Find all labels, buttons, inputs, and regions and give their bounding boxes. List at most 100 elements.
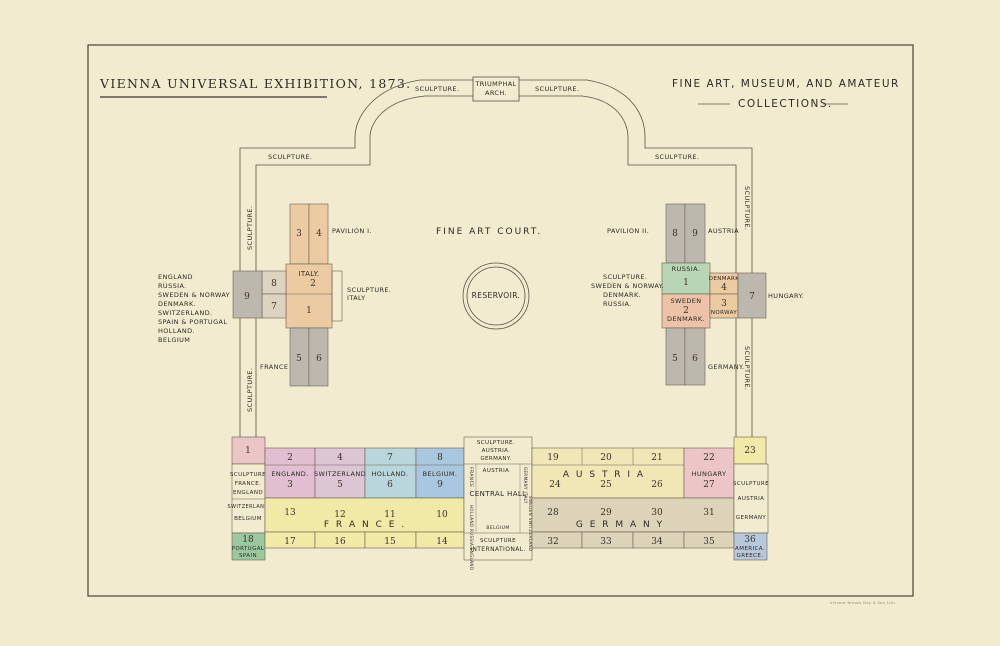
- main-num-32: 32: [547, 537, 558, 547]
- p1-country-7: BELGIUM: [158, 336, 190, 344]
- pavilion-1: PAVILION I. 3 4 ITALY. 2 1 8 7 9 SCULPTU…: [158, 203, 391, 387]
- west-sculpture-block: [231, 463, 266, 534]
- p2-cell-6: [684, 327, 706, 386]
- p1-country-5: SPAIN & PORTUGAL: [158, 318, 227, 326]
- p1-cell-9: [232, 270, 263, 319]
- fine-art-court-label: FINE ART COURT.: [436, 227, 542, 237]
- main-england-label: ENGLAND.: [271, 470, 308, 478]
- main-num-11: 11: [384, 510, 395, 520]
- centre-bottom-1: INTERNATIONAL.: [470, 546, 526, 553]
- main-belgium-cell: [415, 447, 465, 499]
- main-num-18: 18: [242, 535, 254, 545]
- p2-num-6: 6: [692, 354, 698, 364]
- main-num-13: 13: [284, 508, 296, 518]
- sculpture-label-west-2: SCULPTURE.: [246, 368, 254, 412]
- main-num-6: 6: [387, 480, 393, 490]
- arch-label-2: ARCH.: [485, 89, 507, 97]
- east-label-2: GERMANY: [736, 515, 767, 521]
- main-belgium-label: BELGIUM.: [423, 470, 458, 478]
- main-num-33: 33: [600, 537, 612, 547]
- west-label-3: SWITZERLAND: [227, 504, 268, 510]
- p1-num-3: 3: [296, 229, 302, 239]
- p2-russia-label: RUSSIA.: [672, 265, 701, 273]
- main-num-25: 25: [600, 480, 612, 490]
- p2-country-0: SCULPTURE.: [603, 273, 647, 281]
- p2-hungary-label: HUNGARY.: [768, 292, 804, 300]
- greece-label: GREECE.: [737, 553, 764, 559]
- east-label-1: AUSTRIA: [738, 496, 765, 502]
- main-austria-block: [531, 447, 685, 499]
- main-num-20: 20: [600, 453, 612, 463]
- p2-num-3: 3: [721, 299, 727, 309]
- p1-sculpture-italy-2: ITALY: [347, 294, 366, 302]
- p2-germany-label: GERMANY.: [708, 363, 745, 371]
- east-sculpture-block: [733, 463, 769, 534]
- p2-austria-label: AUSTRIA: [708, 227, 739, 235]
- p1-num-9: 9: [244, 292, 250, 302]
- p1-sculpture-italy-1: SCULPTURE.: [347, 286, 391, 294]
- main-england-cell: [264, 447, 316, 499]
- main-num-34: 34: [651, 537, 663, 547]
- main-num-30: 30: [651, 508, 663, 518]
- p2-num-9: 9: [692, 229, 698, 239]
- america-label: AMERICA.: [735, 546, 765, 552]
- p1-country-1: RUSSIA.: [158, 282, 187, 290]
- p1-num-5: 5: [296, 354, 302, 364]
- main-germany-label: G E R M A N Y: [576, 520, 664, 530]
- sculpture-label-west-1: SCULPTURE.: [246, 206, 254, 250]
- main-num-24: 24: [549, 480, 561, 490]
- p2-sweden-label: SWEDEN: [670, 297, 701, 305]
- sculpture-label-arch-right: SCULPTURE.: [535, 85, 579, 93]
- main-num-28: 28: [547, 508, 559, 518]
- central-hall-label: CENTRAL HALL: [470, 490, 527, 498]
- central-hall-block: [463, 436, 533, 561]
- p2-sweden-denmark-cell: [661, 293, 711, 329]
- main-building: 1 SCULPTURE FRANCE. ENGLAND SWITZERLAND …: [227, 436, 769, 570]
- main-num-1: 1: [245, 446, 251, 456]
- sculpture-label-arch-left: SCULPTURE.: [415, 85, 459, 93]
- map-subtitle-line2: COLLECTIONS.: [738, 98, 833, 110]
- p2-norway-label: NORWAY: [711, 310, 738, 316]
- p1-italy-sculpture-annex: [331, 270, 343, 322]
- p2-num-2: 2: [683, 306, 689, 316]
- main-switzerland-label: SWITZERLAND: [314, 470, 366, 478]
- sculpture-label-east-1: SCULPTURE.: [743, 186, 751, 230]
- main-num-8: 8: [437, 453, 443, 463]
- p1-num-8: 8: [271, 279, 277, 289]
- p1-num-4: 4: [316, 229, 322, 239]
- centre-vert-left-2: HOLLAND RUSSIA ENGLAND: [469, 505, 474, 570]
- pavilion-2: PAVILION II. AUSTRIA 8 9 RUSSIA. 1 SWEDE…: [591, 203, 804, 386]
- main-num-2: 2: [287, 453, 293, 463]
- west-label-2: ENGLAND: [233, 490, 263, 496]
- map-title: VIENNA UNIVERSAL EXHIBITION, 1873.: [99, 76, 411, 91]
- p2-num-7: 7: [749, 292, 755, 302]
- main-num-31: 31: [703, 508, 714, 518]
- p1-num-1: 1: [306, 306, 312, 316]
- p2-cell-3: [709, 293, 739, 319]
- p2-num-8: 8: [672, 229, 678, 239]
- sculpture-label-east-2: SCULPTURE.: [743, 346, 751, 390]
- main-num-7: 7: [387, 453, 393, 463]
- main-cell-23: [733, 436, 767, 465]
- west-label-1: FRANCE.: [235, 481, 262, 487]
- centre-top-2: GERMANY.: [480, 456, 511, 462]
- main-num-5: 5: [337, 480, 343, 490]
- p2-country-3: RUSSIA.: [603, 300, 632, 308]
- p2-cell-7: [737, 272, 767, 319]
- p2-country-1: SWEDEN & NORWAY.: [591, 282, 664, 290]
- reservoir-label: RESERVOIR.: [472, 291, 521, 300]
- centre-vert-right-1: GERMANY ITALY: [523, 467, 528, 504]
- p1-country-0: ENGLAND: [158, 273, 193, 281]
- reservoir-outer: [462, 262, 530, 330]
- main-hungary-cell: [683, 447, 735, 499]
- west-label-4: BELGIUM: [234, 516, 262, 522]
- main-num-21: 21: [651, 453, 662, 463]
- main-hungary-label: HUNGARY: [692, 470, 727, 478]
- p2-denmark-cell-label: DENMARK.: [667, 315, 705, 323]
- p1-cell-7: [261, 293, 287, 319]
- main-cell-18: [231, 532, 266, 561]
- p2-num-4: 4: [721, 283, 727, 293]
- main-num-26: 26: [651, 480, 663, 490]
- main-num-35: 35: [703, 537, 715, 547]
